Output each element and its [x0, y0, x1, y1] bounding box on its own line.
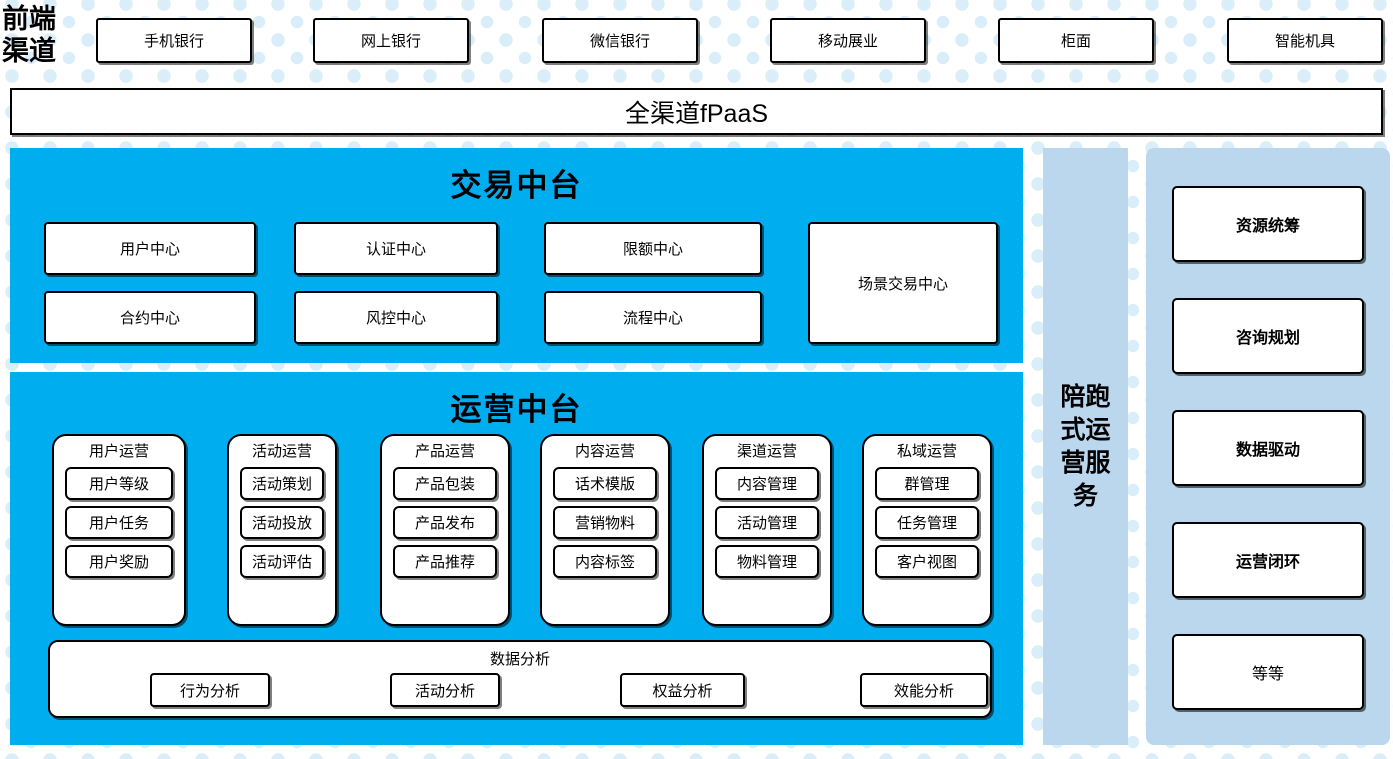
operation-column-title: 活动运营: [251, 443, 312, 460]
operation-column-title: 用户运营: [88, 443, 149, 460]
service-value-card[interactable]: 咨询规划: [1172, 298, 1364, 374]
service-value-card[interactable]: 运营闭环: [1172, 522, 1364, 598]
operation-item[interactable]: 用户等级: [65, 467, 173, 500]
data-analysis-strip: 数据分析行为分析 活动分析 权益分析 效能分析: [48, 640, 992, 718]
trade-center-box-label: 限额中心: [622, 241, 683, 258]
data-analysis-item[interactable]: 权益分析: [620, 673, 745, 707]
data-analysis-title: 数据分析: [489, 651, 550, 668]
operation-item[interactable]: 群管理: [875, 467, 979, 500]
trade-center-box-label: 合约中心: [119, 310, 180, 327]
data-analysis-item[interactable]: 效能分析: [860, 673, 988, 707]
operation-column[interactable]: 私域运营群管理任务管理客户视图: [862, 434, 992, 626]
channel-label: 智能机具: [1274, 33, 1335, 50]
channel-box[interactable]: 柜面: [998, 18, 1154, 63]
trade-center-box-label: 风控中心: [365, 310, 426, 327]
operation-column-title: 产品运营: [414, 443, 475, 460]
operation-item[interactable]: 营销物料: [553, 506, 657, 539]
trade-center-box[interactable]: 流程中心: [544, 291, 762, 344]
operation-column[interactable]: 用户运营用户等级用户任务用户奖励: [52, 434, 186, 626]
operation-column-title: 私域运营: [896, 443, 957, 460]
trade-center-box[interactable]: 限额中心: [544, 222, 762, 275]
operation-center-panel: 运营中台 用户运营用户等级用户任务用户奖励活动运营活动策划活动投放活动评估产品运…: [10, 372, 1023, 745]
operation-item[interactable]: 产品发布: [393, 506, 497, 539]
operation-column[interactable]: 渠道运营内容管理活动管理物料管理: [702, 434, 832, 626]
channel-box[interactable]: 微信银行: [542, 18, 698, 63]
trade-center-box-label: 流程中心: [622, 310, 683, 327]
operation-item[interactable]: 活动投放: [240, 506, 324, 539]
channel-box[interactable]: 手机银行: [96, 18, 252, 63]
trade-center-box[interactable]: 场景交易中心: [808, 222, 998, 344]
service-value-card[interactable]: 等等: [1172, 634, 1364, 710]
data-analysis-item[interactable]: 行为分析: [150, 673, 270, 707]
operation-item[interactable]: 产品包装: [393, 467, 497, 500]
channel-box[interactable]: 移动展业: [770, 18, 926, 63]
channel-box[interactable]: 网上银行: [313, 18, 469, 63]
trade-center-title: 交易中台: [450, 168, 583, 203]
operation-item[interactable]: 话术模版: [553, 467, 657, 500]
operation-column-title: 渠道运营: [736, 443, 797, 460]
accompanying-operation-service-bar: 陪跑式运营服务: [1043, 148, 1128, 745]
trade-center-box-label: 用户中心: [119, 241, 180, 258]
operation-item[interactable]: 内容管理: [715, 467, 819, 500]
operation-item[interactable]: 用户任务: [65, 506, 173, 539]
operation-column-title: 内容运营: [574, 443, 635, 460]
service-value-panel: 资源统筹咨询规划数据驱动运营闭环等等: [1146, 148, 1390, 745]
service-bar-label: 陪跑式运营服务: [1060, 382, 1111, 510]
data-analysis-item[interactable]: 活动分析: [390, 673, 500, 707]
operation-item[interactable]: 活动评估: [240, 545, 324, 578]
operation-center-title: 运营中台: [450, 392, 583, 427]
service-value-card[interactable]: 数据驱动: [1172, 410, 1364, 486]
operation-item[interactable]: 客户视图: [875, 545, 979, 578]
channel-box[interactable]: 智能机具: [1227, 18, 1383, 63]
operation-item[interactable]: 内容标签: [553, 545, 657, 578]
trade-center-box[interactable]: 合约中心: [44, 291, 256, 344]
operation-item[interactable]: 用户奖励: [65, 545, 173, 578]
operation-item[interactable]: 活动管理: [715, 506, 819, 539]
service-value-card[interactable]: 资源统筹: [1172, 186, 1364, 262]
operation-item[interactable]: 产品推荐: [393, 545, 497, 578]
operation-item[interactable]: 任务管理: [875, 506, 979, 539]
channel-label: 网上银行: [360, 33, 421, 50]
trade-center-box[interactable]: 认证中心: [294, 222, 498, 275]
fpaas-label: 全渠道fPaaS: [624, 99, 769, 128]
operation-column[interactable]: 活动运营活动策划活动投放活动评估: [227, 434, 337, 626]
operation-item[interactable]: 活动策划: [240, 467, 324, 500]
omnichannel-fpaas-bar[interactable]: 全渠道fPaaS: [10, 88, 1383, 135]
channel-label: 手机银行: [143, 33, 204, 50]
channel-row: 手机银行 网上银行 微信银行 移动展业 柜面 智能机具: [0, 0, 1393, 80]
trade-center-panel: 交易中台 用户中心 认证中心 限额中心合约中心 风控中心 流程中心 场景交易中心: [10, 148, 1023, 363]
trade-center-box[interactable]: 风控中心: [294, 291, 498, 344]
trade-center-box-label: 场景交易中心: [857, 275, 948, 293]
operation-column[interactable]: 产品运营产品包装产品发布产品推荐: [380, 434, 510, 626]
operation-column[interactable]: 内容运营话术模版营销物料内容标签: [540, 434, 670, 626]
operation-item[interactable]: 物料管理: [715, 545, 819, 578]
channel-label: 柜面: [1060, 33, 1091, 50]
trade-center-box[interactable]: 用户中心: [44, 222, 256, 275]
channel-label: 移动展业: [817, 33, 878, 50]
trade-center-box-label: 认证中心: [365, 241, 426, 258]
channel-label: 微信银行: [589, 33, 650, 50]
